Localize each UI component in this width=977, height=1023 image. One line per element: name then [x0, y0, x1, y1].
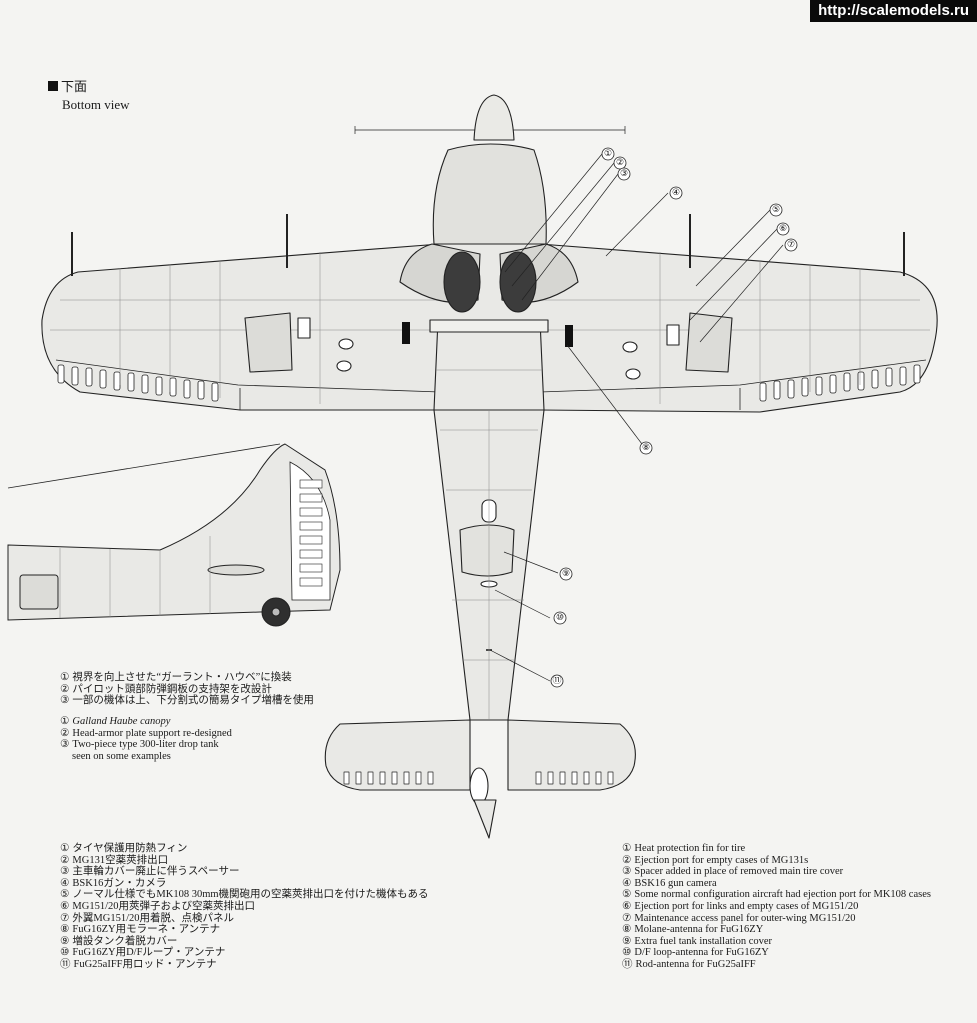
callout-circles: [550, 147, 798, 688]
fuselage-panel-lines: [436, 369, 542, 720]
callout-number-labels: ① ② ③ ④ ⑤ ⑥ ⑦ ⑧ ⑨ ⑩ ⑪: [552, 149, 795, 686]
elevator-slots: [343, 771, 614, 785]
callout-7: ⑦: [787, 240, 795, 250]
right-aileron-slots: [759, 364, 921, 402]
callout-4: ④: [672, 188, 680, 198]
callout-9: ⑨: [562, 569, 570, 579]
watermark-url[interactable]: http://scalemodels.ru: [810, 0, 977, 22]
wing-panel-lines: [50, 252, 930, 404]
view-header: 下面 Bottom view: [48, 76, 130, 113]
note-row-continued: seen on some examples: [72, 750, 171, 762]
inset-side-view: [7, 443, 341, 627]
callout-3: ③: [620, 169, 628, 179]
callout-2: ②: [616, 158, 624, 168]
callout-8: ⑧: [642, 443, 650, 453]
airframe-outline: [41, 94, 938, 839]
square-bullet-icon: [48, 80, 58, 91]
callout-6: ⑥: [779, 224, 787, 234]
view-title-en: Bottom view: [62, 97, 130, 112]
callout-11: ⑪: [552, 675, 561, 686]
callout-10: ⑩: [556, 613, 564, 623]
view-title-jp: 下面: [61, 79, 88, 94]
callout-5: ⑤: [772, 205, 780, 215]
view-title-jp-row: 下面: [48, 76, 130, 95]
callout-leader-lines: [489, 153, 784, 682]
callout-1: ①: [604, 149, 612, 159]
left-aileron-slots: [57, 364, 219, 402]
